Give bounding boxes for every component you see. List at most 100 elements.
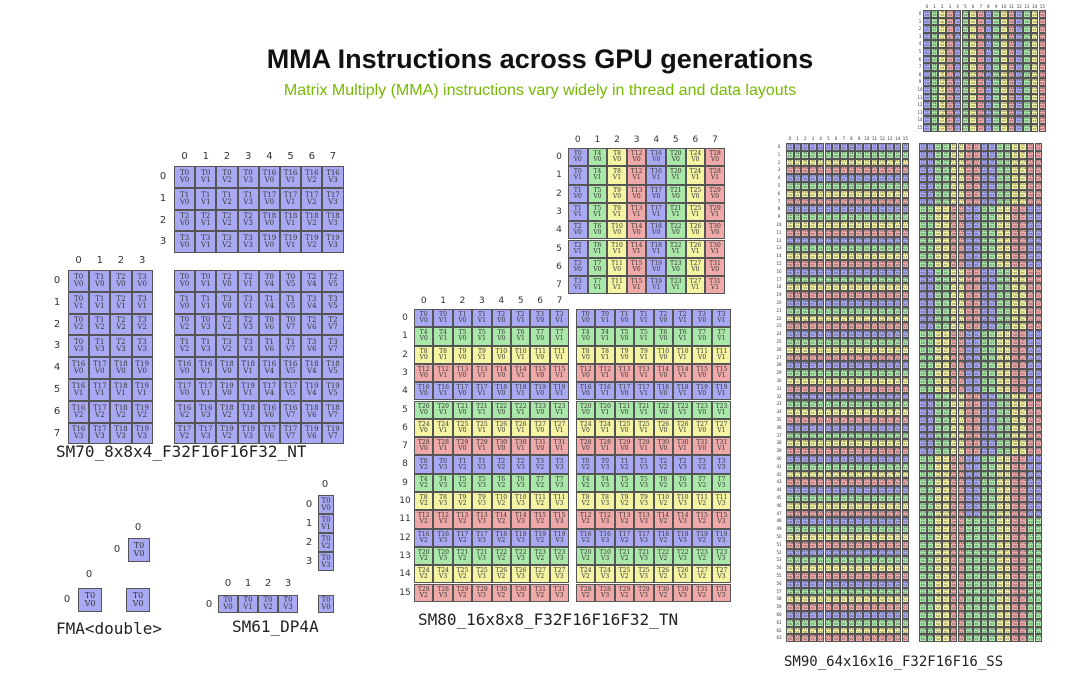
sm70-row-index: 3: [50, 335, 64, 357]
sm70-b-row-index: 3: [156, 231, 170, 253]
sm90-row-index: 59: [772, 603, 786, 611]
sm70-b-row-index: 0: [156, 166, 170, 188]
sm80-row-index: 9: [398, 474, 412, 492]
